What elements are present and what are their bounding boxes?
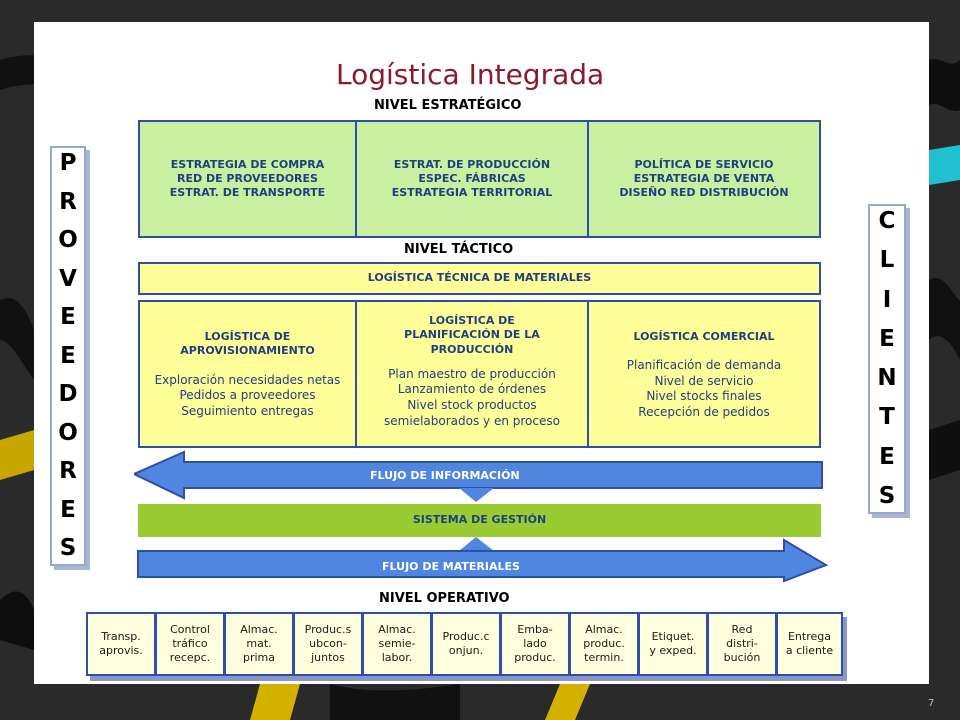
clients-letter: L <box>879 247 895 274</box>
slide-number: 7 <box>928 698 935 709</box>
suppliers-letter: P <box>59 150 77 176</box>
tactical-box-items: Plan maestro de producción Lanzamiento d… <box>384 366 560 428</box>
clients-letter: N <box>877 365 897 392</box>
materials-flow-label: FLUJO DE MATERIALES <box>382 560 520 573</box>
operative-box: Transp. aprovis. <box>86 612 156 676</box>
suppliers-letter: O <box>58 419 78 446</box>
information-flow-arrow <box>134 450 823 502</box>
management-system-bar: SISTEMA DE GESTIÓN <box>138 504 821 537</box>
tactical-box-heading: LOGÍSTICA DE APROVISIONAMIENTO <box>180 330 315 358</box>
clients-letter: S <box>878 482 896 509</box>
clients-letter: I <box>882 286 892 313</box>
suppliers-letter: E <box>60 496 76 523</box>
operative-box: Etiquet. y exped. <box>638 612 708 676</box>
operative-box: Almac. semie- labor. <box>362 612 432 676</box>
strategic-box-purchasing: ESTRATEGIA DE COMPRA RED DE PROVEEDORES … <box>138 120 357 238</box>
tactical-box-items: Planificación de demanda Nivel de servic… <box>626 358 782 420</box>
tech-logistics-bar: LOGÍSTICA TÉCNICA DE MATERIALES <box>138 262 821 295</box>
slide-title: Logística Integrada <box>336 58 605 91</box>
operative-box: Entrega a cliente <box>776 612 843 676</box>
strategic-box-production: ESTRAT. DE PRODUCCIÓN ESPEC. FÁBRICAS ES… <box>355 120 589 238</box>
suppliers-letter: S <box>59 535 77 561</box>
strategic-box-text: ESTRATEGIA DE COMPRA RED DE PROVEEDORES … <box>169 157 326 200</box>
clients-letter: E <box>879 325 895 352</box>
operative-box: Almac. mat. prima <box>224 612 294 676</box>
operative-box: Almac. produc. termin. <box>569 612 639 676</box>
operative-box: Emba- lado produc. <box>500 612 570 676</box>
clients-letter: E <box>879 443 895 470</box>
tactical-box-heading: LOGÍSTICA COMERCIAL <box>633 330 775 343</box>
strategic-box-text: POLÍTICA DE SERVICIO ESTRATEGIA DE VENTA… <box>619 157 789 200</box>
suppliers-vertical-label: P R O V E E D O R E S <box>50 146 86 566</box>
suppliers-letter: E <box>60 342 76 369</box>
tactical-box-heading: LOGÍSTICA DE PLANIFICACIÓN DE LA PRODUCC… <box>404 314 540 356</box>
suppliers-letter: V <box>59 265 77 292</box>
operative-box: Produc.s ubcon- juntos <box>293 612 363 676</box>
slide: Logística Integrada NIVEL ESTRATÉGICO ES… <box>34 22 929 684</box>
suppliers-letter: R <box>59 188 77 215</box>
strategic-box-service: POLÍTICA DE SERVICIO ESTRATEGIA DE VENTA… <box>587 120 821 238</box>
information-flow-label: FLUJO DE INFORMACIÓN <box>370 469 520 482</box>
tactical-level-label: NIVEL TÁCTICO <box>404 242 514 257</box>
suppliers-letter: O <box>58 227 78 253</box>
tactical-box-procurement: LOGÍSTICA DE APROVISIONAMIENTO Exploraci… <box>138 300 357 448</box>
tactical-box-commercial: LOGÍSTICA COMERCIAL Planificación de dem… <box>587 300 821 448</box>
suppliers-letter: R <box>59 458 77 484</box>
management-system-label: SISTEMA DE GESTIÓN <box>412 513 547 527</box>
clients-letter: T <box>879 404 895 431</box>
tech-logistics-label: LOGÍSTICA TÉCNICA DE MATERIALES <box>367 271 592 285</box>
tactical-box-items: Exploración necesidades netas Pedidos a … <box>154 372 341 418</box>
strategic-level-label: NIVEL ESTRATÉGICO <box>374 98 522 113</box>
suppliers-letter: E <box>60 304 76 330</box>
suppliers-letter: D <box>58 381 78 407</box>
clients-vertical-label: C L I E N T E S <box>868 204 906 514</box>
operative-level-label: NIVEL OPERATIVO <box>379 591 510 606</box>
tactical-box-production-planning: LOGÍSTICA DE PLANIFICACIÓN DE LA PRODUCC… <box>355 300 589 448</box>
clients-letter: C <box>878 208 896 234</box>
operative-box: Control tráfico recepc. <box>155 612 225 676</box>
operative-box: Produc.c onjun. <box>431 612 501 676</box>
strategic-box-text: ESTRAT. DE PRODUCCIÓN ESPEC. FÁBRICAS ES… <box>391 157 553 200</box>
materials-flow-arrow <box>137 537 829 583</box>
operative-box: Red distri- bución <box>707 612 777 676</box>
